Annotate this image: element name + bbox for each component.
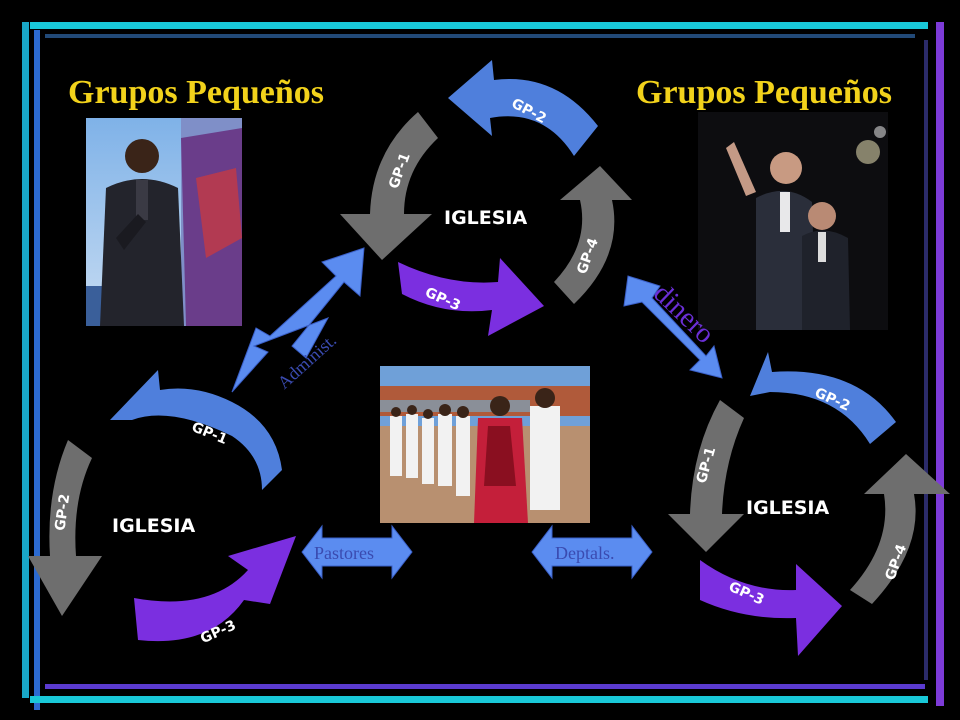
frame-right-dark [924,40,928,680]
right-gp1-arrow [668,400,744,552]
left-gp2-arrow [28,440,102,616]
top-gp1-arrow [340,112,438,260]
frame-right-purple [936,22,944,706]
left-gp2-label: GP-2 [52,493,73,532]
left-gp3-arrow [134,536,296,642]
frame-top-dark [45,34,915,38]
frame-bottom-cyan [30,696,928,703]
photo-pastor-speaking [86,118,242,326]
frame-left-cyan [22,22,29,698]
right-gp2-arrow [750,352,896,444]
frame-top-cyan [30,22,928,29]
photo-preachers [698,112,888,330]
title-right: Grupos Pequeños [636,74,892,111]
right-gp3-arrow [700,560,842,656]
administ-double-arrow [231,247,365,393]
photo-baptism-group [380,366,590,523]
frame-bottom-purple [45,684,925,689]
top-gp3-arrow [398,258,544,336]
title-left: Grupos Pequeños [68,74,324,111]
top-center-label: IGLESIA [444,207,528,229]
frame-left-purple [34,30,40,710]
deptals-label: Deptals. [555,543,614,563]
deptals-double-arrow [531,524,653,580]
top-gp2-arrow [448,60,598,156]
right-center-label: IGLESIA [746,497,830,519]
top-gp4-arrow [554,166,632,304]
pastores-label: Pastores [314,543,374,563]
dinero-double-arrow [623,275,723,379]
pastores-double-arrow [301,524,413,580]
right-gp4-arrow [850,454,950,604]
left-center-label: IGLESIA [112,515,196,537]
left-gp1-arrow [110,370,282,490]
